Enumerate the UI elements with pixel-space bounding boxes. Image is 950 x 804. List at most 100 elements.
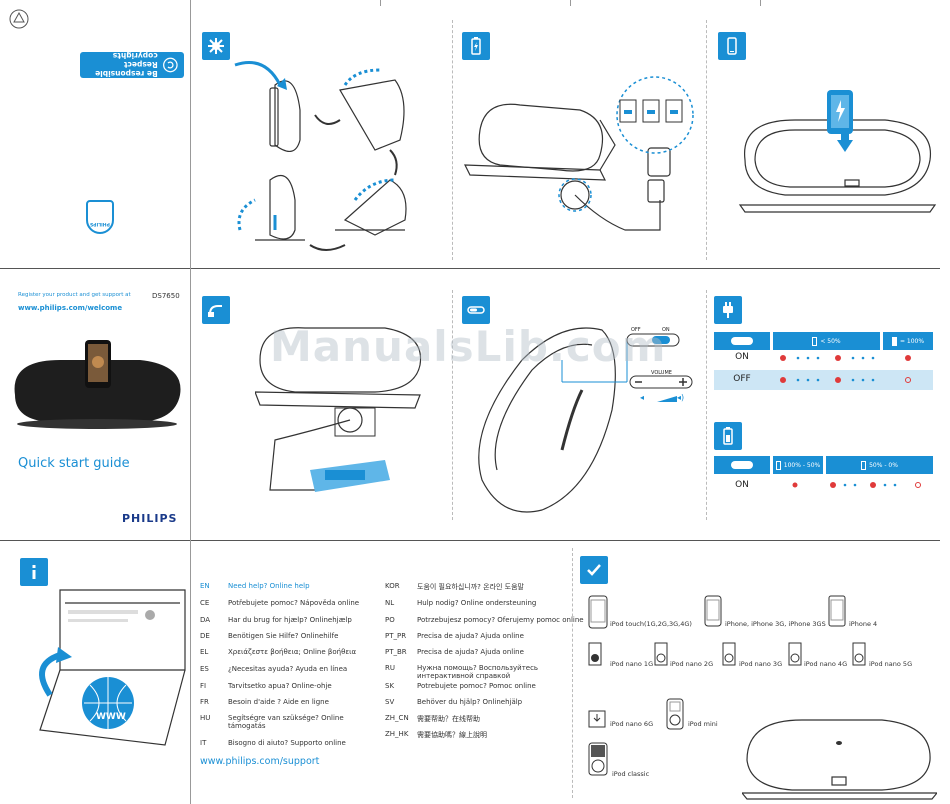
lang-row-zh-hk[interactable]: ZH_HK 需要協助嗎？線上說明 — [385, 730, 487, 739]
lang-row-it[interactable]: IT Bisogno di aiuto? Supporto online — [200, 739, 346, 747]
lang-row-en[interactable]: EN Need help? Online help — [200, 582, 310, 590]
divider-top-3 — [706, 20, 707, 260]
lang-row-fr[interactable]: FR Besoin d'aide ? Aide en ligne — [200, 698, 329, 706]
www-label: WWW — [96, 712, 126, 722]
lang-row-de[interactable]: DE Benötigen Sie Hilfe? Onlinehilfe — [200, 632, 339, 640]
battery-table1-col1 — [714, 332, 770, 350]
lang-row-es[interactable]: ES ¿Necesitas ayuda? Ayuda en línea — [200, 665, 348, 673]
copyright-badge: Be responsible Respect copyrights — [80, 51, 184, 79]
register-text: Register your product and get support at — [18, 292, 131, 298]
step-switch-icon — [462, 296, 490, 324]
battery-table1-led-patterns — [780, 355, 911, 383]
iphone-icon — [704, 595, 722, 627]
battery-table2-row-on: ON — [735, 480, 749, 490]
battery-table1-row-off: OFF — [733, 374, 751, 384]
step-power-icon — [462, 32, 490, 60]
battery-table2-led-patterns — [792, 482, 921, 488]
ipod-mini-icon — [666, 698, 684, 730]
switch-off-label: OFF — [631, 327, 641, 333]
device-ipod-nano-3g: iPod nano 3G — [739, 660, 783, 668]
info-icon — [20, 558, 48, 586]
aux-illustration — [255, 327, 422, 492]
copyright-icon — [163, 57, 178, 73]
power-toggle-icon-2 — [731, 461, 753, 469]
device-ipod-mini: iPod mini — [688, 720, 718, 728]
lang-row-hu[interactable]: HU Segítségre van szüksége? Online támog… — [200, 714, 344, 730]
device-iphone4: iPhone 4 — [849, 620, 878, 628]
lang-row-sk[interactable]: SK Potrebujete pomoc? Pomoc online — [385, 682, 536, 690]
volume-label: VOLUME — [651, 370, 672, 376]
battery-half-icon — [812, 336, 818, 346]
divider-mid-3 — [706, 290, 707, 520]
volume-high-icon: ◂) — [677, 393, 685, 402]
watermark: ManualsLib.com — [270, 322, 667, 371]
battery-table1-row-on: ON — [735, 352, 749, 362]
divider-row-1 — [0, 268, 940, 269]
divider-row-2 — [0, 540, 940, 541]
lang-row-nl[interactable]: NL Hulp nodig? Online ondersteuning — [385, 599, 537, 607]
ipod-nano4g-icon — [788, 642, 802, 666]
device-ipod-classic: iPod classic — [612, 770, 650, 778]
device-ipod-nano-6g: iPod nano 6G — [610, 720, 654, 728]
copyright-line1: Be responsible — [95, 69, 158, 79]
lang-row-pt-pr[interactable]: PT_PR Precisa de ajuda? Ajuda online — [385, 632, 524, 640]
step-aux-icon — [202, 296, 230, 324]
power-illustration — [464, 76, 694, 231]
lang-row-po[interactable]: PO Potrzebujesz pomocy? Oferujemy pomoc … — [385, 616, 584, 624]
speaker-product-image — [14, 340, 181, 429]
device-ipod-nano-2g: iPod nano 2G — [670, 660, 714, 668]
power-toggle-icon — [731, 337, 753, 345]
switch-on-label: ON — [662, 327, 670, 333]
divider-top-1 — [190, 0, 191, 268]
welcome-url: www.philips.com/welcome — [18, 304, 123, 312]
divider-mid-2 — [452, 290, 453, 520]
battery-table2-col3: 50% - 0% — [826, 456, 933, 474]
ipod-nano2g-icon — [654, 642, 668, 666]
copyright-fineprint — [40, 8, 170, 48]
lang-row-ce[interactable]: CE Potřebujete pomoc? Nápověda online — [200, 599, 360, 607]
device-ipod-nano-5g: iPod nano 5G — [869, 660, 913, 668]
lang-row-da[interactable]: DA Har du brug for hjælp? Onlinehjælp — [200, 616, 352, 624]
lang-row-fi[interactable]: FI Tarvitsetko apua? Online-ohje — [200, 682, 332, 690]
copyright-line2: Respect copyrights — [112, 51, 158, 70]
divider-bot-2 — [572, 548, 573, 798]
battery-table1-col3: = 100% — [883, 332, 933, 350]
ipod-nano6g-icon — [588, 710, 606, 728]
lang-row-kor[interactable]: KOR 도움이 필요하십니까? 온라인 도움말 — [385, 582, 524, 591]
ipod-nano1g-icon — [588, 642, 602, 666]
battery-low-icon — [861, 460, 867, 470]
recycle-icon — [9, 9, 29, 29]
step-battery-icon — [714, 422, 742, 450]
step-dock-icon — [718, 32, 746, 60]
unfold-illustration — [234, 61, 407, 251]
divider-top-2 — [452, 20, 453, 260]
volume-low-icon: ◂ — [640, 393, 645, 402]
shield-text: PHILIPS — [90, 221, 110, 226]
philips-brand: PHILIPS — [122, 512, 178, 525]
step-plug-icon — [714, 296, 742, 324]
ipod-nano5g-icon — [852, 642, 866, 666]
guide-title: Quick start guide — [18, 456, 130, 471]
battery-table1-col2: < 50% — [773, 332, 880, 350]
lang-row-pt-br[interactable]: PT_BR Precisa de ajuda? Ajuda online — [385, 648, 524, 656]
device-ipod-touch: iPod touch(1G,2G,3G,4G) — [610, 620, 692, 628]
iphone4-icon — [828, 595, 846, 627]
ipod-nano3g-icon — [722, 642, 736, 666]
lang-row-ru[interactable]: RU Нужна помощь? Воспользуйтесь интеракт… — [385, 664, 539, 680]
copyright-panel: Be responsible Respect copyrights PHILIP… — [0, 0, 190, 268]
lang-row-zh-cn[interactable]: ZH_CN 需要帮助？在线帮助 — [385, 714, 480, 723]
philips-shield-logo: PHILIPS — [86, 200, 114, 234]
divider-mid-1 — [190, 268, 191, 540]
battery-table2-col2: 100% - 50% — [773, 456, 823, 474]
laptop-illustration — [39, 589, 186, 746]
battery-table2-col1 — [714, 456, 770, 474]
battery-table1-row-off-bg — [714, 370, 933, 390]
device-iphone: iPhone, iPhone 3G, iPhone 3GS — [725, 620, 826, 628]
support-url-link[interactable]: www.philips.com/support — [200, 756, 320, 767]
lang-row-el[interactable]: EL Χρειάζεστε βοήθεια; Online βοήθεια — [200, 648, 357, 656]
lang-row-sv[interactable]: SV Behöver du hjälp? Onlinehjälp — [385, 698, 523, 706]
compat-check-icon — [580, 556, 608, 584]
battery-mid-icon — [775, 460, 781, 470]
model-number: DS7650 — [152, 292, 180, 300]
ipod-touch-icon — [588, 595, 608, 629]
